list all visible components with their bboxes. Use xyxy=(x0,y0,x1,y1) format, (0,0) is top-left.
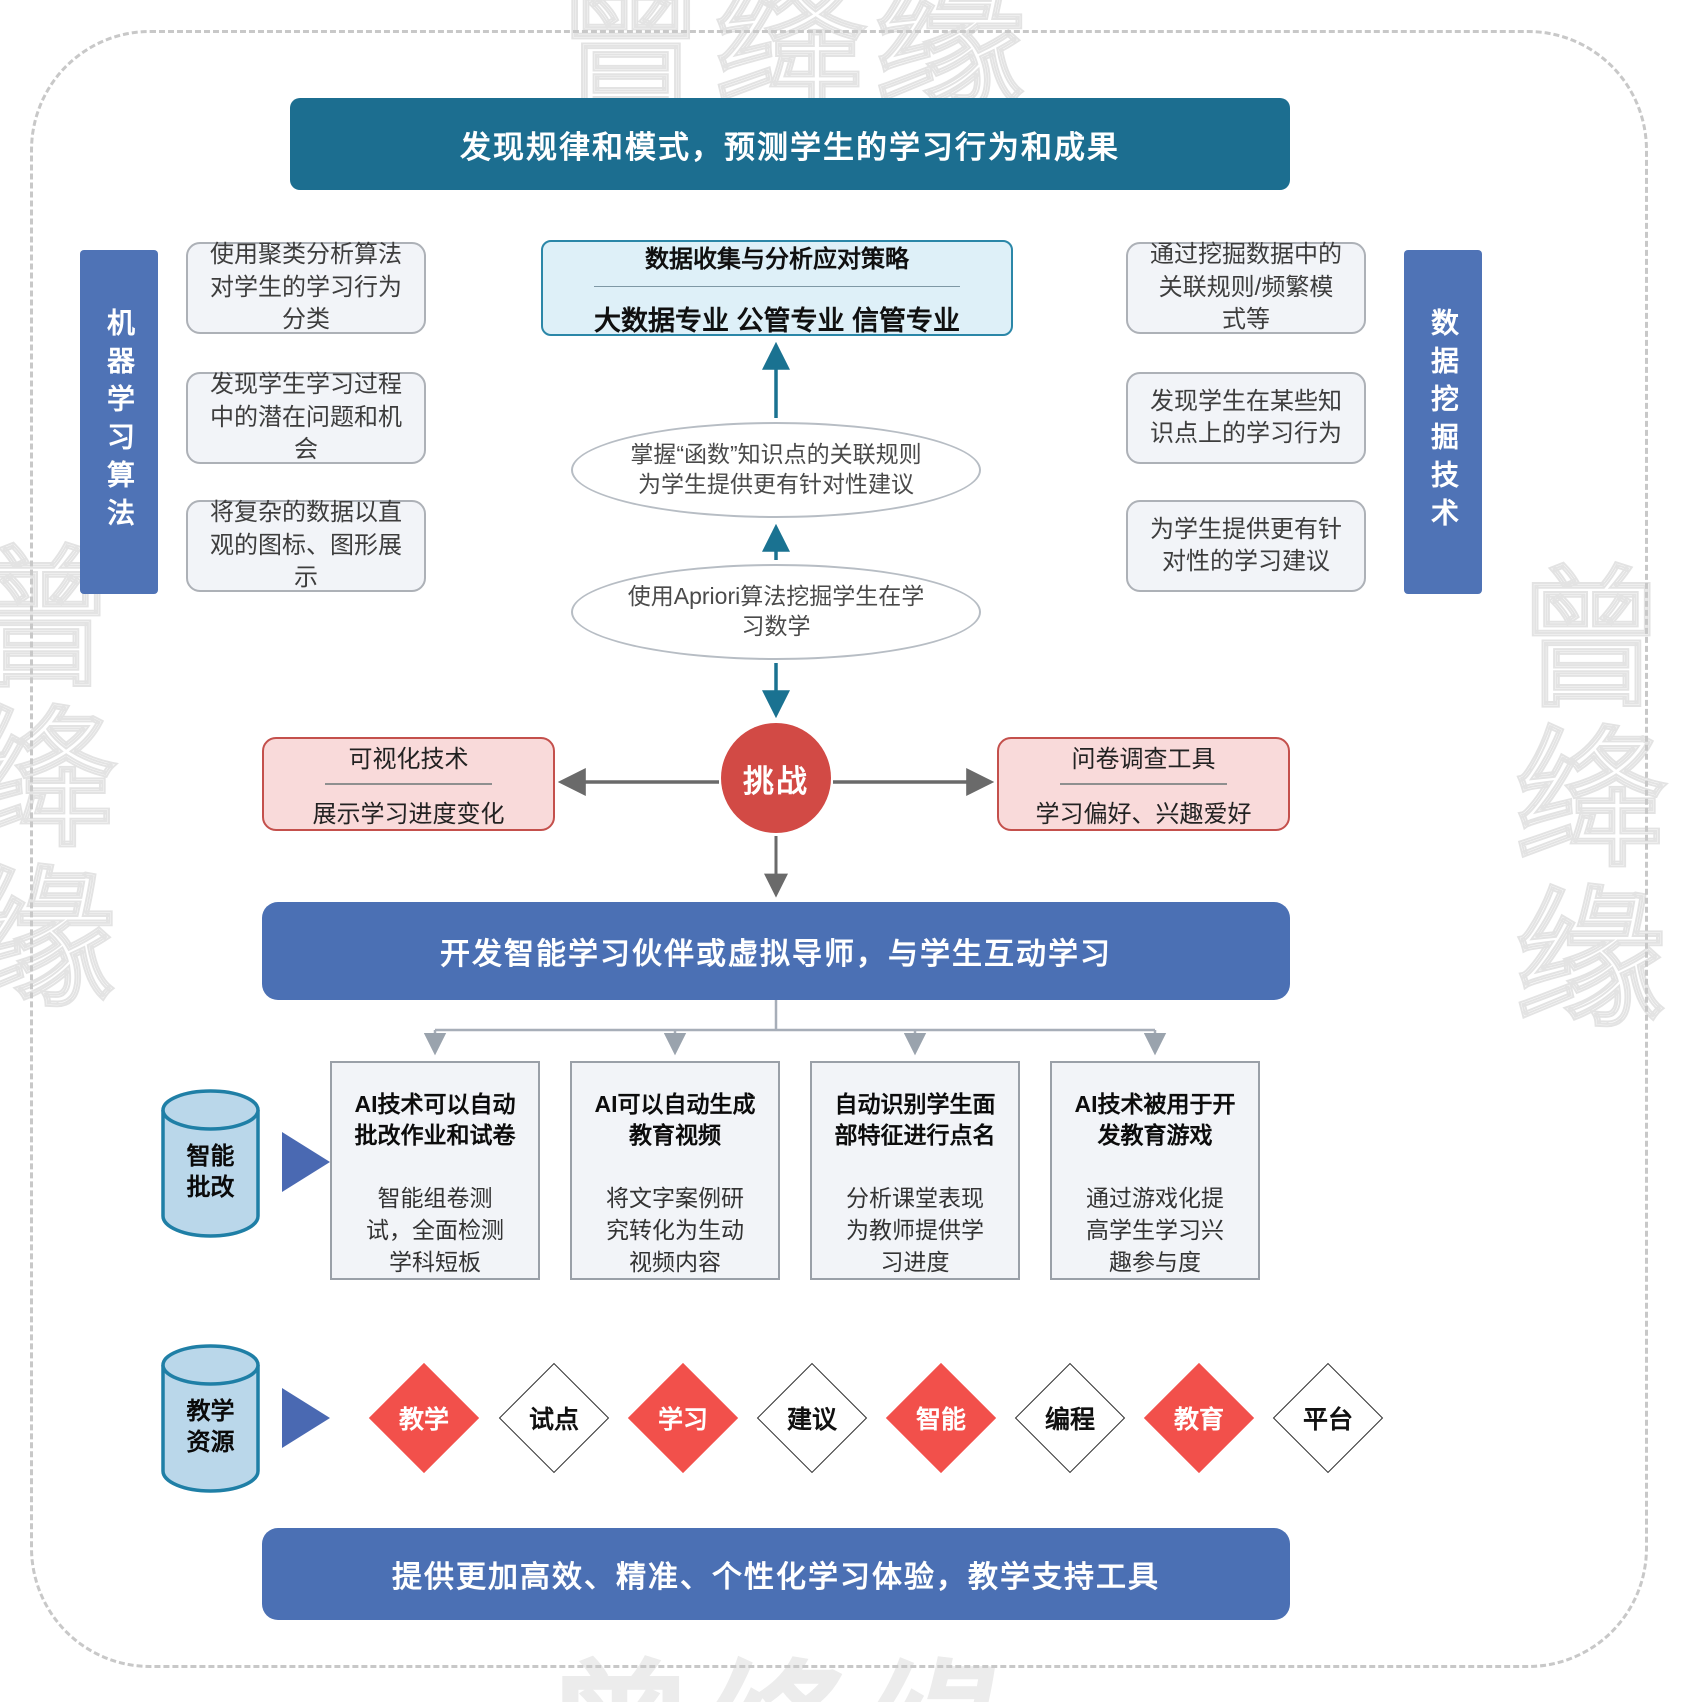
diamond-pilot: 试点 xyxy=(496,1360,612,1476)
diamond-platform: 平台 xyxy=(1270,1360,1386,1476)
cylinder-label: 智能批改 xyxy=(186,1142,235,1201)
survey-title: 问卷调查工具 xyxy=(1071,746,1216,773)
survey-box: 问卷调查工具 学习偏好、兴趣爱好 xyxy=(997,737,1290,831)
diamond-label: 试点 xyxy=(528,1406,579,1434)
ai-box-desc: 将文字案例研究转化为生动视频内容 xyxy=(606,1185,744,1275)
ai-box-grading: AI技术可以自动批改作业和试卷 智能组卷测试，全面检测学科短板 xyxy=(330,1061,540,1280)
ai-box-desc: 通过游戏化提高学生学习兴趣参与度 xyxy=(1086,1185,1224,1275)
bottom-banner: 提供更加高效、精准、个性化学习体验，教学支持工具 xyxy=(262,1528,1290,1620)
diamond-label: 平台 xyxy=(1302,1406,1353,1434)
ai-box-title: AI技术被用于开发教育游戏 xyxy=(1074,1091,1236,1149)
machine-learning-bar: 机器学习算法 xyxy=(80,250,158,594)
visualization-box: 可视化技术 展示学习进度变化 xyxy=(262,737,555,831)
strategy-title: 数据收集与分析应对策略 xyxy=(645,245,909,273)
survey-desc: 学习偏好、兴趣爱好 xyxy=(1035,801,1252,828)
ml-note-clustering: 使用聚类分析算法对学生的学习行为分类 xyxy=(186,241,426,334)
dashed-border-frame xyxy=(30,30,1648,1668)
arrow-right-icon xyxy=(282,1388,330,1448)
diamond-label: 编程 xyxy=(1044,1406,1095,1434)
ai-box-desc: 分析课堂表现为教师提供学习进度 xyxy=(846,1185,984,1275)
ml-note-problems: 发现学生学习过程中的潜在问题和机会 xyxy=(186,371,426,464)
arrow-right-icon xyxy=(282,1132,330,1192)
ml-note-visual: 将复杂的数据以直观的图标、图形展示 xyxy=(186,499,426,592)
dm-note-advice: 为学生提供更有针对性的学习建议 xyxy=(1126,500,1366,592)
top-banner: 发现规律和模式，预测学生的学习行为和成果 xyxy=(290,98,1290,190)
diamond-education: 教育 xyxy=(1141,1360,1257,1476)
divider xyxy=(594,285,960,287)
cylinder-icon xyxy=(161,1344,260,1493)
diamond-label: 教育 xyxy=(1173,1406,1224,1434)
ai-box-title: 自动识别学生面部特征进行点名 xyxy=(834,1091,996,1149)
visualization-title: 可视化技术 xyxy=(348,746,469,773)
divider xyxy=(324,783,493,785)
strategy-majors: 大数据专业 公管专业 信管专业 xyxy=(593,305,960,336)
data-mining-bar: 数据挖掘技术 xyxy=(1404,250,1482,594)
ai-box-desc: 智能组卷测试，全面检测学科短板 xyxy=(366,1185,504,1275)
diamond-label: 智能 xyxy=(915,1406,966,1434)
diamond-coding: 编程 xyxy=(1012,1360,1128,1476)
ellipse-apriori: 使用Apriori算法挖掘学生在学习数学 xyxy=(571,564,981,660)
dm-note-behavior: 发现学生在某些知识点上的学习行为 xyxy=(1126,372,1366,464)
ai-box-games: AI技术被用于开发教育游戏 通过游戏化提高学生学习兴趣参与度 xyxy=(1050,1061,1260,1280)
visualization-desc: 展示学习进度变化 xyxy=(312,801,505,828)
diamond-smart: 智能 xyxy=(883,1360,999,1476)
dm-note-rules: 通过挖掘数据中的关联规则/频繁模式等 xyxy=(1126,241,1366,334)
cylinder-label: 教学资源 xyxy=(186,1397,235,1456)
ai-box-title: AI可以自动生成教育视频 xyxy=(594,1091,756,1149)
diamond-label: 教学 xyxy=(398,1406,449,1434)
diamond-advice: 建议 xyxy=(754,1360,870,1476)
diamond-label: 建议 xyxy=(786,1406,837,1434)
ai-box-video: AI可以自动生成教育视频 将文字案例研究转化为生动视频内容 xyxy=(570,1061,780,1280)
diamond-learning: 学习 xyxy=(625,1360,741,1476)
cylinder-teaching-resources: 教学资源 xyxy=(158,1343,263,1493)
divider xyxy=(1059,783,1228,785)
ai-box-title: AI技术可以自动批改作业和试卷 xyxy=(354,1091,516,1149)
mid-banner: 开发智能学习伙伴或虚拟导师，与学生互动学习 xyxy=(262,902,1290,1000)
diamond-label: 学习 xyxy=(657,1406,708,1434)
ai-box-rollcall: 自动识别学生面部特征进行点名 分析课堂表现为教师提供学习进度 xyxy=(810,1061,1020,1280)
diamond-teaching: 教学 xyxy=(366,1360,482,1476)
challenge-circle: 挑战 xyxy=(721,723,831,833)
cylinder-smart-grading: 智能批改 xyxy=(158,1088,263,1238)
ellipse-association-rules: 掌握“函数”知识点的关联规则为学生提供更有针对性建议 xyxy=(571,422,981,518)
cylinder-icon xyxy=(161,1089,260,1238)
watermark: 曾绛缘 xyxy=(0,539,113,1021)
watermark: 曾绛缘 xyxy=(545,1612,1025,1702)
watermark: 曾绛缘 xyxy=(1493,559,1663,1041)
strategy-box: 数据收集与分析应对策略 大数据专业 公管专业 信管专业 xyxy=(541,240,1013,336)
